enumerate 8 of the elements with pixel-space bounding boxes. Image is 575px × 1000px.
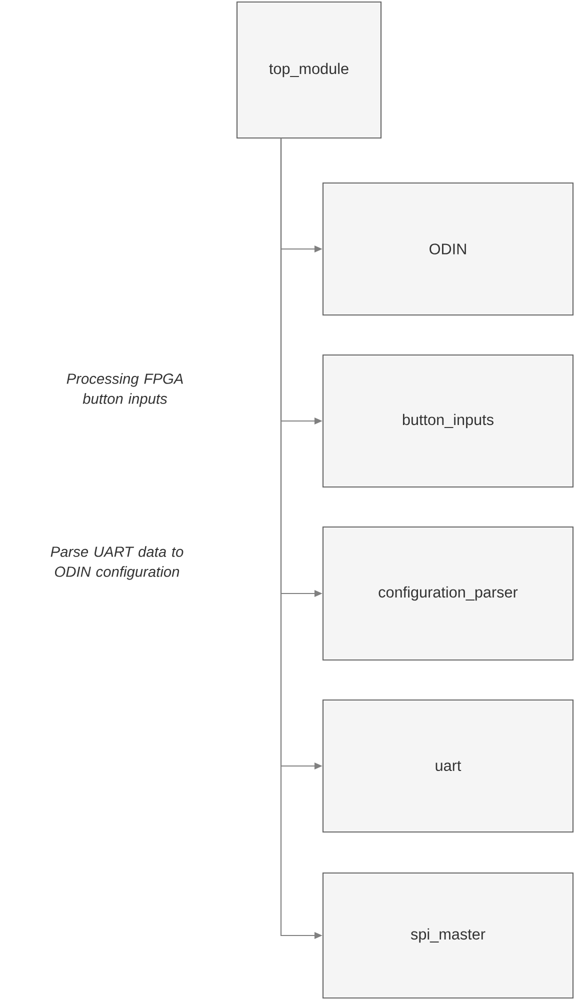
module-box: configuration_parser xyxy=(322,526,574,661)
module-box: ODIN xyxy=(322,182,574,316)
module-box: top_module xyxy=(236,1,382,139)
annotation-text: Parse UART data to ODIN configuration xyxy=(50,546,184,580)
annotation-text: Processing FPGA button inputs xyxy=(66,373,183,407)
module-box: uart xyxy=(322,699,574,833)
module-box: button_inputs xyxy=(322,354,574,488)
module-box: spi_master xyxy=(322,872,574,999)
